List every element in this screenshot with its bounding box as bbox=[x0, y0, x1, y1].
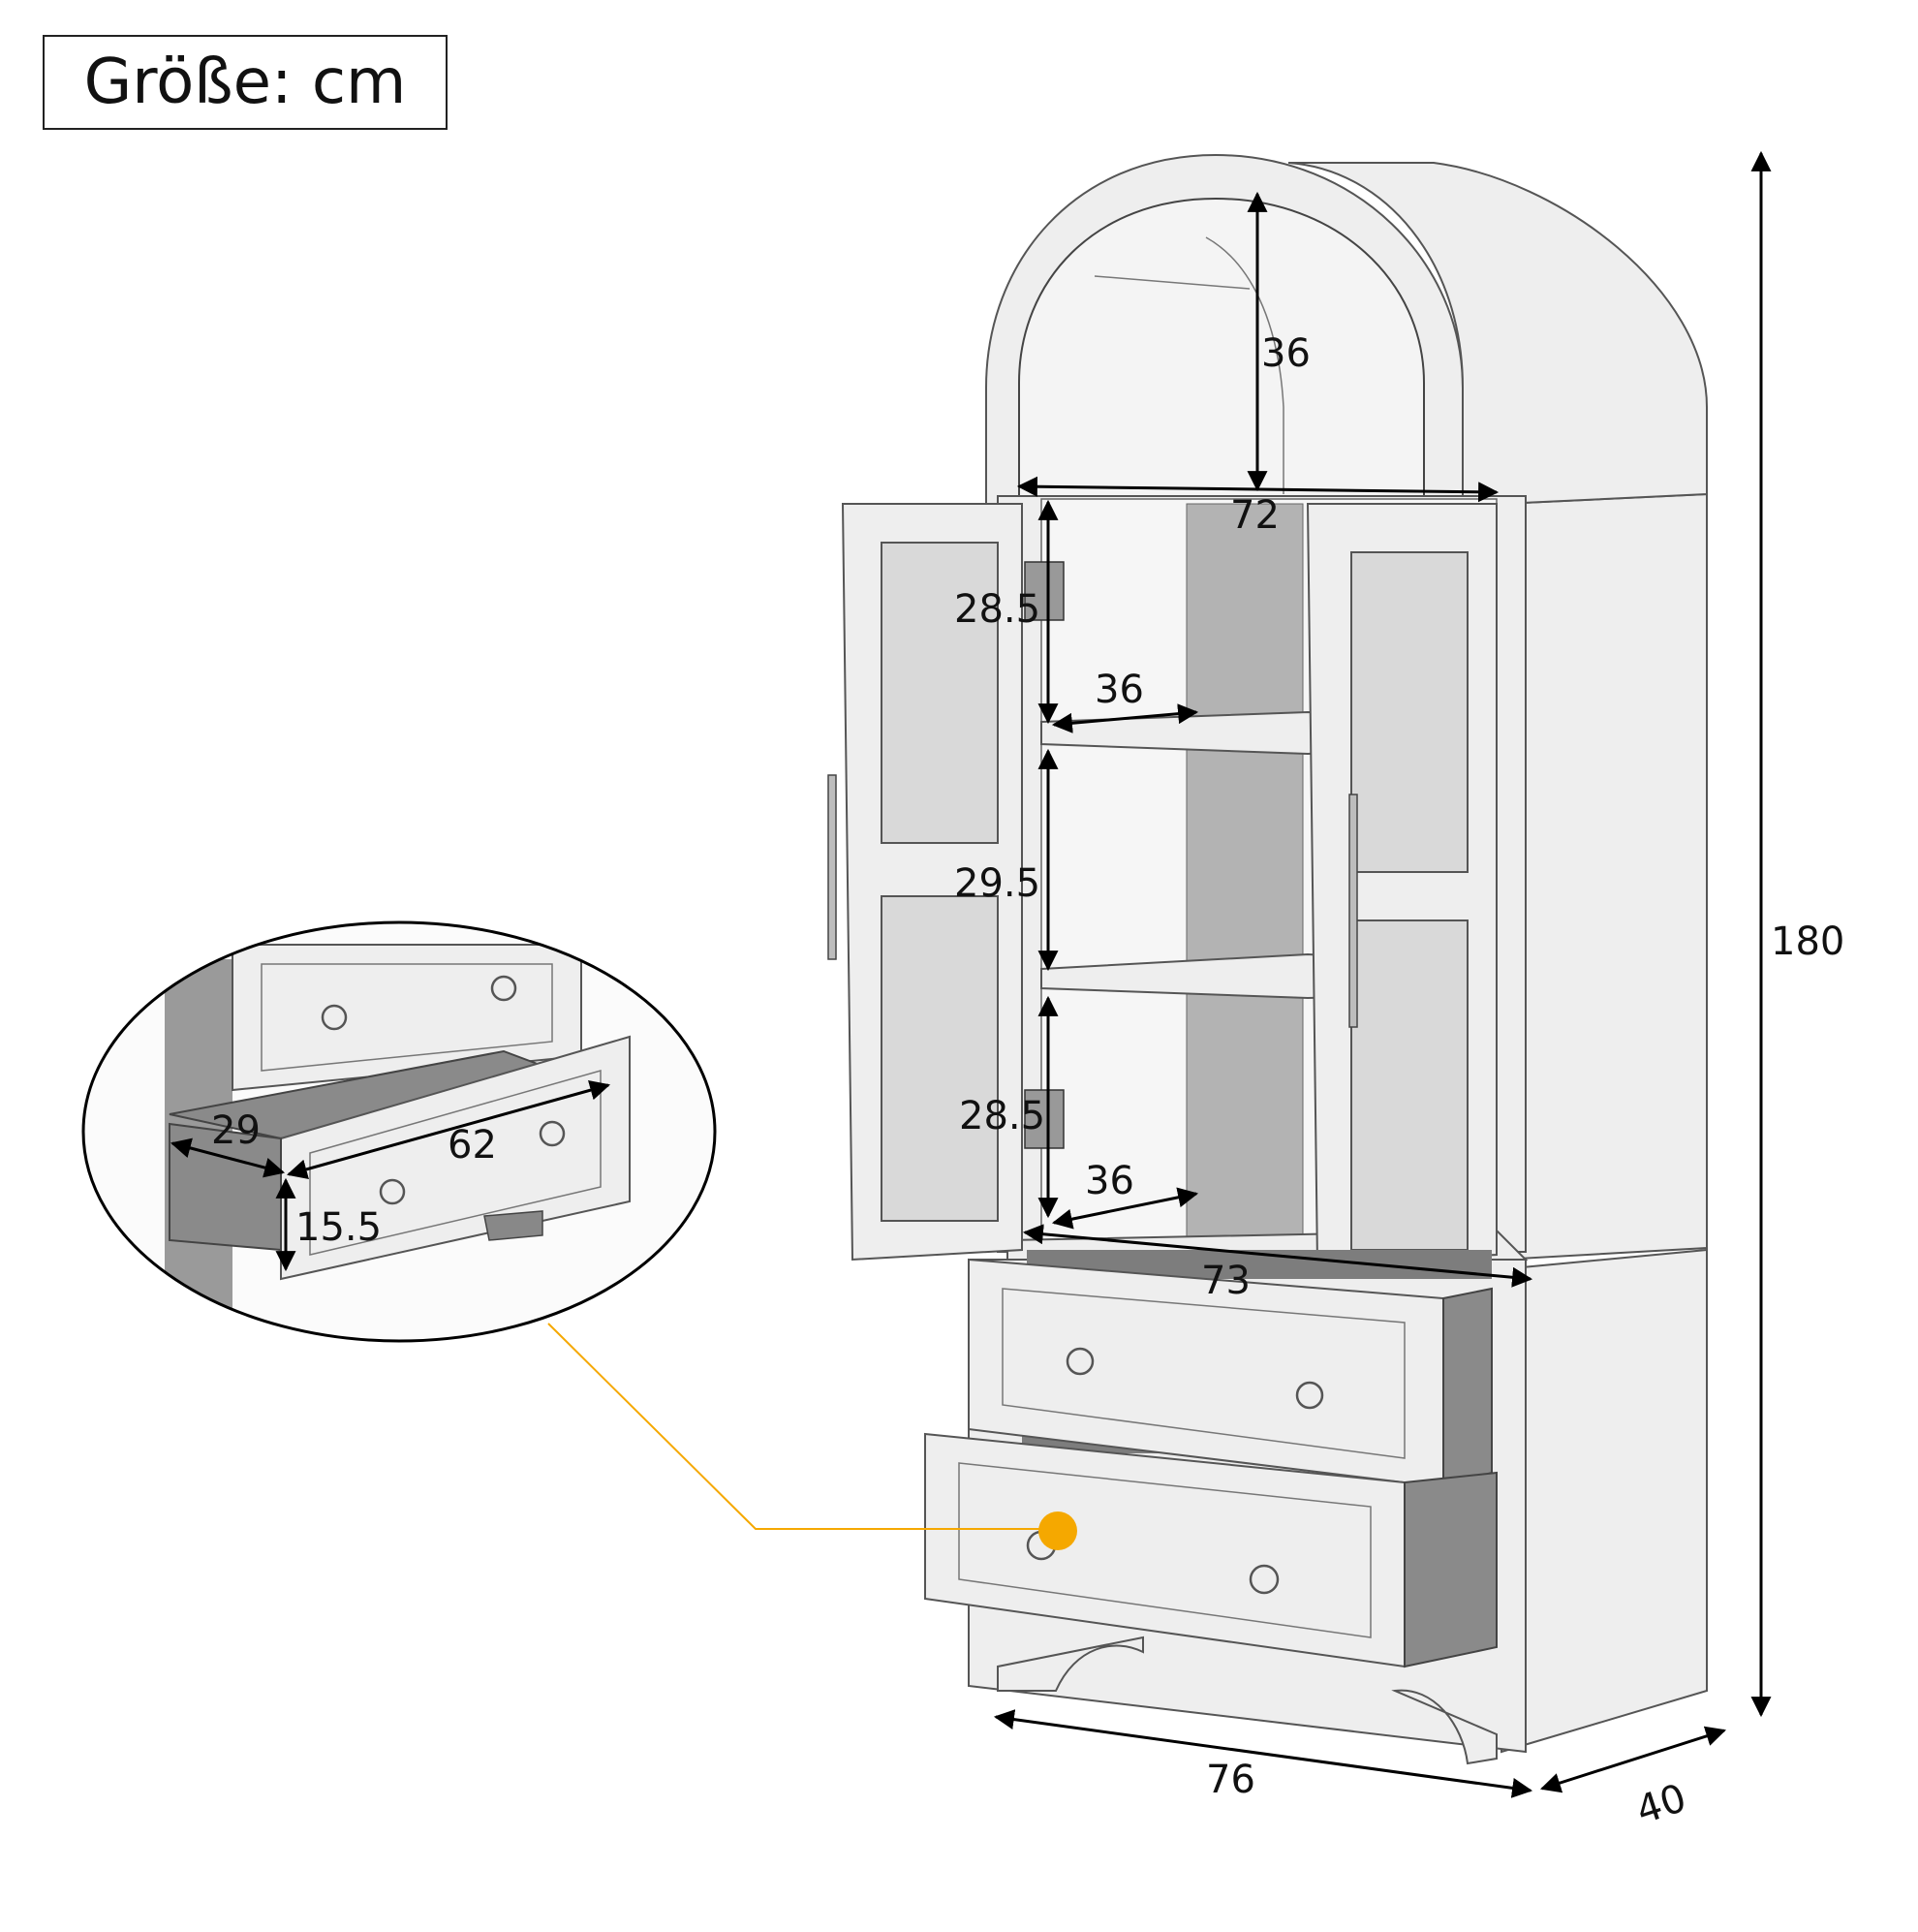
callout-leader-line bbox=[547, 1323, 1046, 1530]
drawer-detail-callout: 29 62 15.5 bbox=[81, 920, 1077, 1550]
cabinet-inner-width-label: 73 bbox=[1201, 1259, 1251, 1303]
drawer-height-label: 15.5 bbox=[295, 1205, 382, 1250]
drawer-width-label: 62 bbox=[448, 1123, 497, 1168]
callout-ellipse bbox=[81, 920, 717, 1343]
cabinet-illustration bbox=[827, 153, 1708, 1765]
middle-shelf-height-label: 29.5 bbox=[954, 861, 1040, 906]
lower-shelf-depth-label: 36 bbox=[1085, 1159, 1134, 1203]
size-unit-label: Größe: cm bbox=[43, 35, 448, 130]
callout-dot bbox=[1038, 1511, 1077, 1550]
dimension-annotations: 180 76 40 36 72 28.5 36 29.5 28.5 36 73 bbox=[954, 150, 1844, 1833]
width-label: 76 bbox=[1206, 1758, 1255, 1802]
upper-shelf-height-label: 28.5 bbox=[954, 587, 1040, 632]
arch-width-label: 72 bbox=[1230, 493, 1280, 538]
total-height-label: 180 bbox=[1771, 919, 1844, 964]
depth-label: 40 bbox=[1631, 1776, 1692, 1833]
arch-height-label: 36 bbox=[1261, 331, 1311, 376]
lower-shelf-height-label: 28.5 bbox=[959, 1094, 1045, 1138]
drawer-depth-label: 29 bbox=[211, 1108, 261, 1153]
upper-shelf-depth-label: 36 bbox=[1095, 668, 1144, 712]
